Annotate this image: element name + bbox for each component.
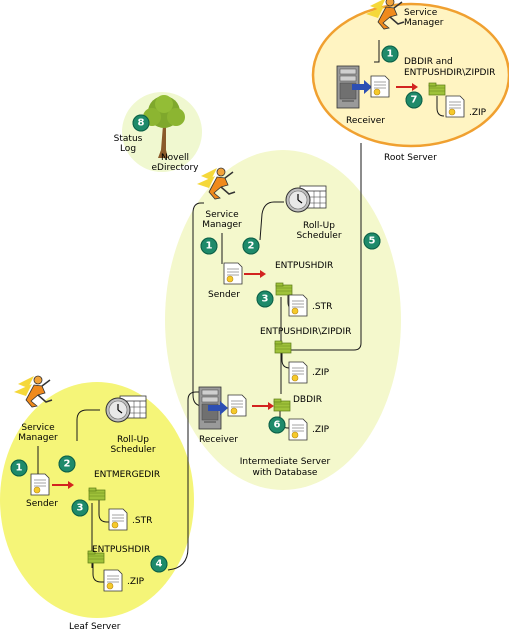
leaf-entpushdir-label: ENTPUSHDIR [92,545,151,555]
connector-leaf-str [98,500,111,523]
connector-int-sm-rollup [259,201,284,241]
intermediate-service-manager-label: Service Manager [202,210,242,230]
leaf-step-3: 3 [71,499,89,517]
root-service-manager-label: Service Manager [404,8,444,28]
intermediate-zip1-label: .ZIP [312,368,330,378]
intermediate-zip2-label: .ZIP [312,425,330,435]
leaf-sender-label: Sender [26,499,58,509]
clock-icon [105,395,147,423]
runner-icon [13,375,53,408]
status-log-label: Status Log [113,134,143,154]
clock-icon [285,185,327,213]
leaf-str-label: .STR [132,516,153,526]
root-zip-label: .ZIP [469,108,487,118]
folder-icon [428,82,446,96]
root-dirs-label: DBDIR and ENTPUSHDIR\ZIPDIR [404,57,496,78]
document-icon [288,418,308,441]
intermediate-rollup-label: Roll-Up Scheduler [296,221,342,241]
intermediate-sender-label: Sender [208,290,240,300]
document-icon [288,361,308,384]
intermediate-str-label: .STR [312,302,333,312]
folder-icon [88,487,106,501]
root-server-label: Root Server [384,153,437,163]
document-icon [223,262,243,285]
intermediate-entpushdir-label: ENTPUSHDIR [275,261,334,271]
connector-leaf-intermediate [167,391,203,571]
status-step-8: 8 [132,114,150,132]
leaf-step-2: 2 [58,455,76,473]
intermediate-receiver-label: Receiver [199,435,238,445]
document-icon [370,75,390,98]
connector-int-sender-up [192,202,204,268]
leaf-server-label: Leaf Server [69,622,121,632]
intermediate-dbdir-label: DBDIR [293,395,322,405]
leaf-step-4: 4 [150,555,168,573]
connector-root-zip [436,96,445,117]
document-icon [108,508,128,531]
intermediate-zipdir-label: ENTPUSHDIR\ZIPDIR [260,327,352,337]
leaf-zip-label: .ZIP [127,577,145,587]
leaf-rollup-label: Roll-Up Scheduler [110,435,156,455]
intermediate-server-label: Intermediate Server with Database [239,457,331,478]
folder-icon [275,282,293,296]
intermediate-step-3: 3 [256,290,274,308]
intermediate-step-2: 2 [242,237,260,255]
tree-icon [143,95,185,158]
document-icon [103,569,123,592]
connector-leaf-zip [92,560,106,583]
intermediate-step-5: 5 [363,232,381,250]
intermediate-step-6: 6 [268,416,286,434]
leaf-service-manager-label: Service Manager [18,423,58,443]
intermediate-step-1: 1 [200,237,218,255]
connector-leaf-sm-rollup [76,409,100,441]
connector-root-intermediate [290,143,362,351]
document-icon [288,294,308,317]
root-step-7: 7 [405,91,423,109]
document-icon [445,95,465,118]
connector-root-sm-receiver [374,40,380,63]
document-icon [227,394,247,417]
root-step-1: 1 [381,45,399,63]
root-receiver-label: Receiver [346,116,385,126]
leaf-step-1: 1 [10,459,28,477]
leaf-entmergedir-label: ENTMERGEDIR [94,470,161,480]
document-icon [30,473,50,496]
folder-icon [273,398,291,412]
novell-edirectory-label: Novell eDirectory [151,153,199,173]
folder-icon [274,340,292,354]
